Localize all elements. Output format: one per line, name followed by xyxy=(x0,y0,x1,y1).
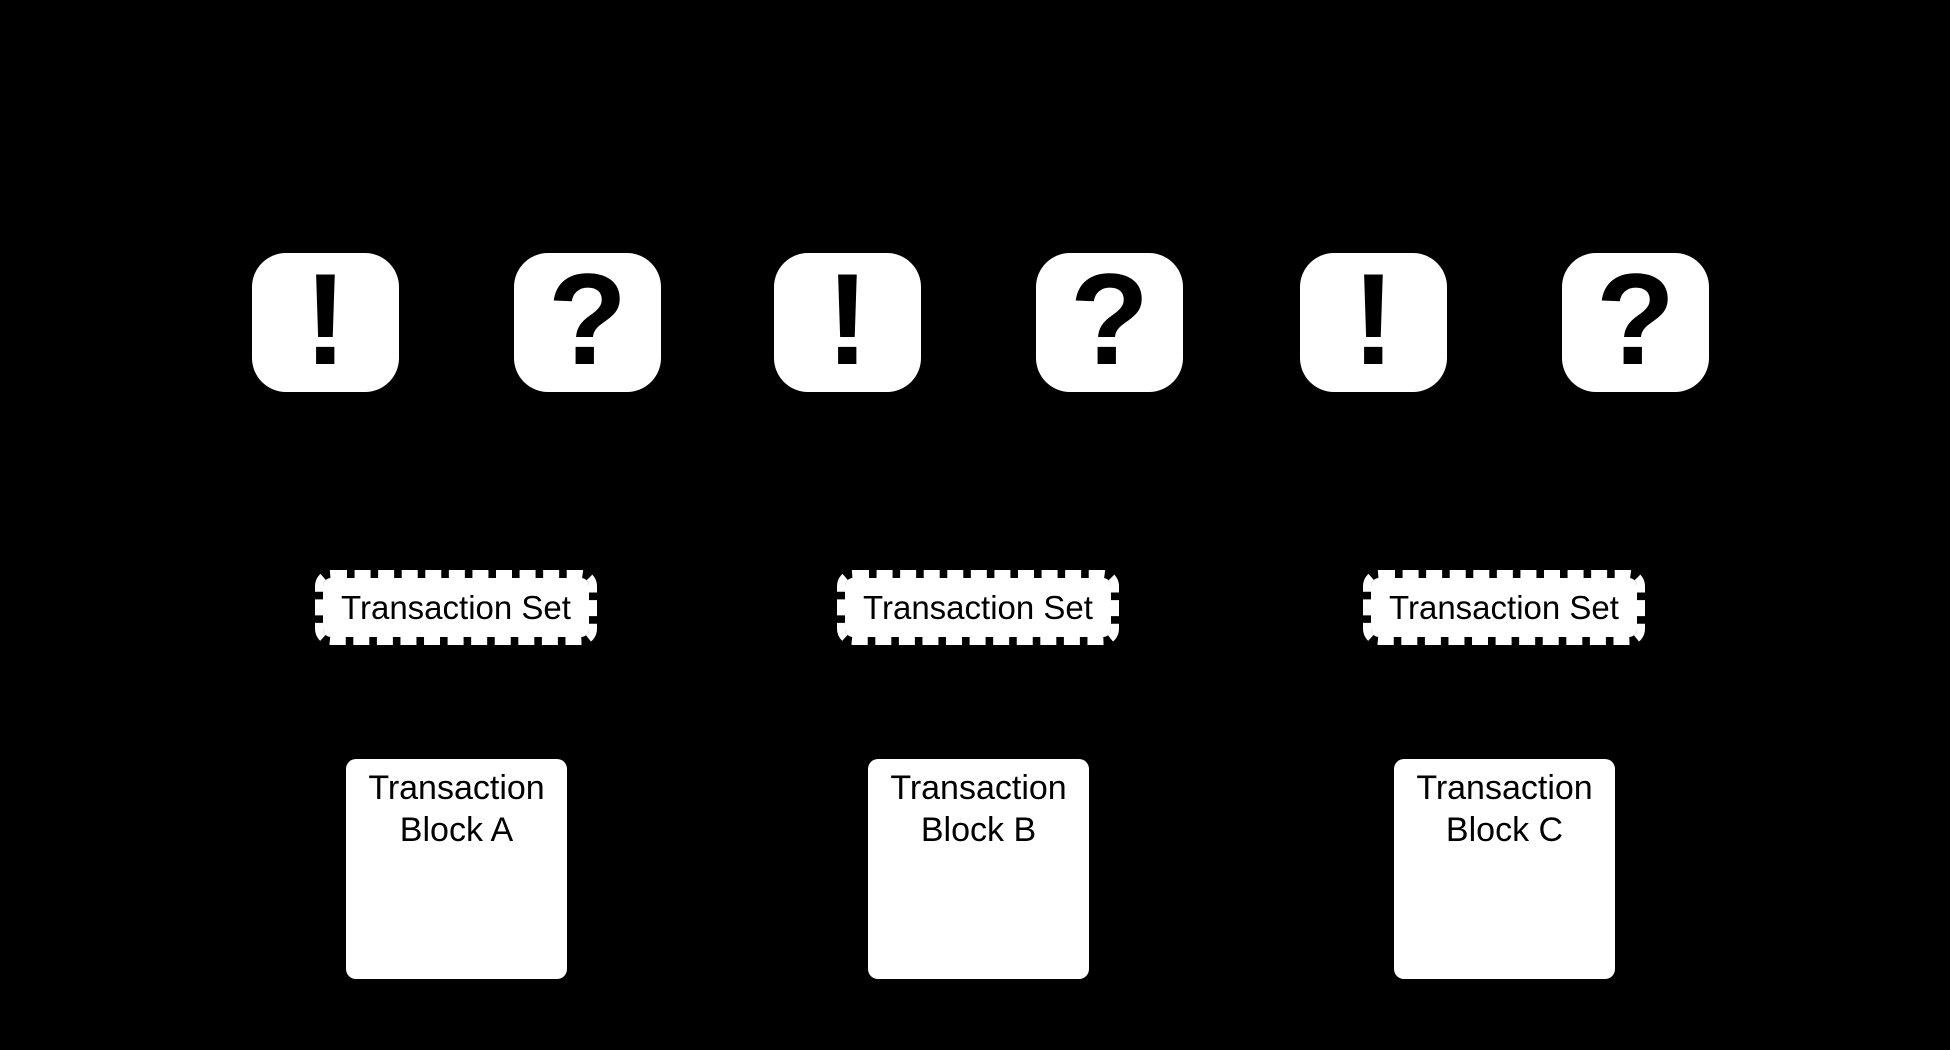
exclamation-glyph: ! xyxy=(825,245,870,392)
question-glyph: ? xyxy=(547,245,628,392)
transaction-block-a: Transaction Block A xyxy=(346,759,567,979)
transaction-set-label: Transaction Set xyxy=(1389,588,1619,626)
transaction-block-c: Transaction Block C xyxy=(1394,759,1615,979)
transaction-block-b: Transaction Block B xyxy=(868,759,1089,979)
exclamation-icon: ! xyxy=(252,253,399,392)
exclamation-glyph: ! xyxy=(1351,245,1396,392)
icon-row-a: ! ? xyxy=(252,253,661,392)
exclamation-icon: ! xyxy=(1300,253,1447,392)
transaction-set-label: Transaction Set xyxy=(341,588,571,626)
column-block-a: ! ? Transaction Set Transaction Block A xyxy=(252,0,661,1050)
exclamation-glyph: ! xyxy=(303,245,348,392)
question-icon: ? xyxy=(1562,253,1709,392)
block-label-line2: Block B xyxy=(920,811,1037,849)
icon-row-b: ! ? xyxy=(774,253,1183,392)
block-label-line1: Transaction xyxy=(1416,769,1593,807)
question-icon: ? xyxy=(514,253,661,392)
column-block-b: ! ? Transaction Set Transaction Block B xyxy=(774,0,1183,1050)
column-block-c: ! ? Transaction Set Transaction Block C xyxy=(1300,0,1709,1050)
transaction-set-box-c: Transaction Set xyxy=(1363,570,1645,645)
question-glyph: ? xyxy=(1069,245,1150,392)
question-icon: ? xyxy=(1036,253,1183,392)
block-label-line2: Block C xyxy=(1445,811,1564,849)
block-label-line1: Transaction xyxy=(368,769,545,807)
exclamation-icon: ! xyxy=(774,253,921,392)
block-label-line1: Transaction xyxy=(890,769,1067,807)
question-glyph: ? xyxy=(1595,245,1676,392)
transaction-set-label: Transaction Set xyxy=(863,588,1093,626)
transaction-set-box-a: Transaction Set xyxy=(315,570,597,645)
block-label-line2: Block A xyxy=(399,811,514,849)
icon-row-c: ! ? xyxy=(1300,253,1709,392)
transaction-set-box-b: Transaction Set xyxy=(837,570,1119,645)
